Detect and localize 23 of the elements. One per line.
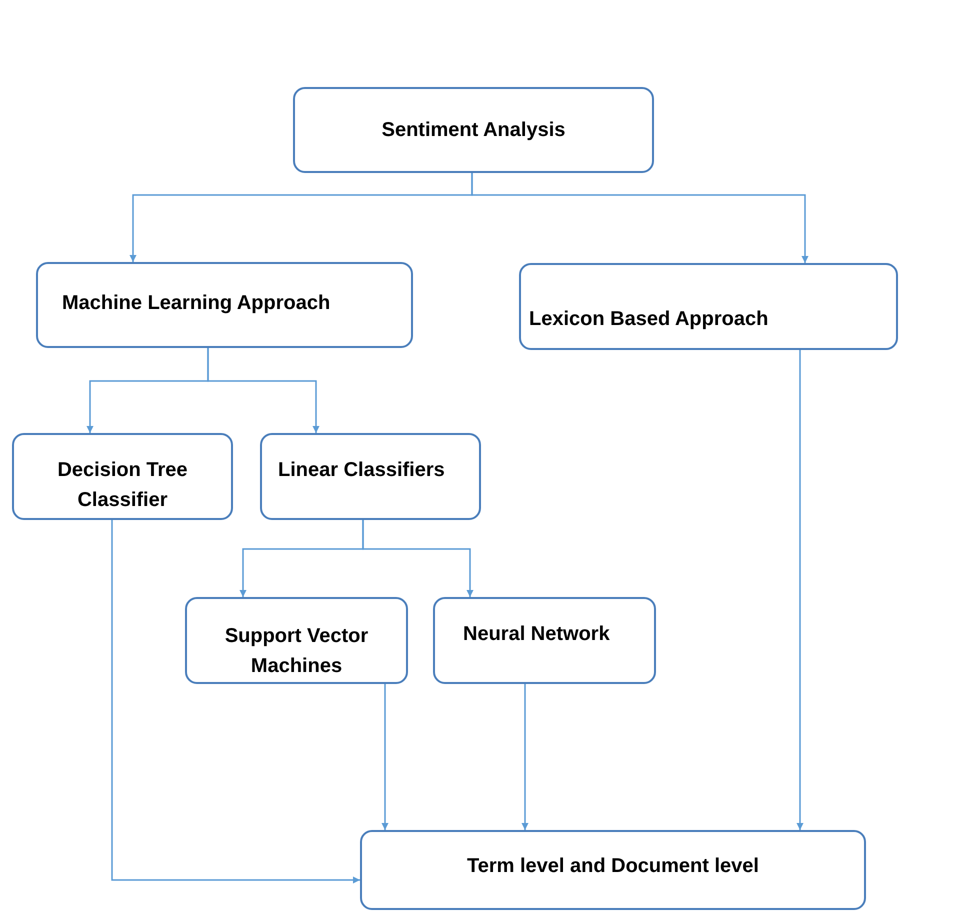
process-box — [260, 433, 481, 520]
node-label: Linear Classifiers — [277, 458, 446, 483]
node-label: Neural Network — [462, 622, 611, 647]
node-label: Term level and Document level — [466, 854, 760, 879]
node-label: Support Vector Machines — [224, 624, 370, 678]
process-box — [36, 262, 413, 348]
node-label: Lexicon Based Approach — [528, 306, 770, 332]
process-box — [185, 597, 408, 684]
arrow — [362, 520, 474, 597]
arrow — [382, 684, 388, 830]
arrow — [111, 520, 360, 884]
node-label: Machine Learning Approach — [61, 291, 332, 316]
arrow — [471, 173, 808, 263]
arrow — [522, 684, 528, 830]
process-box — [433, 597, 656, 684]
arrow — [796, 350, 804, 830]
process-box — [519, 263, 898, 350]
node-label: Decision Tree Classifier — [56, 458, 189, 512]
process-box — [12, 433, 233, 520]
process-box — [360, 830, 866, 910]
node-label: Sentiment Analysis — [380, 118, 566, 143]
arrow — [207, 348, 320, 433]
process-box — [293, 87, 654, 173]
